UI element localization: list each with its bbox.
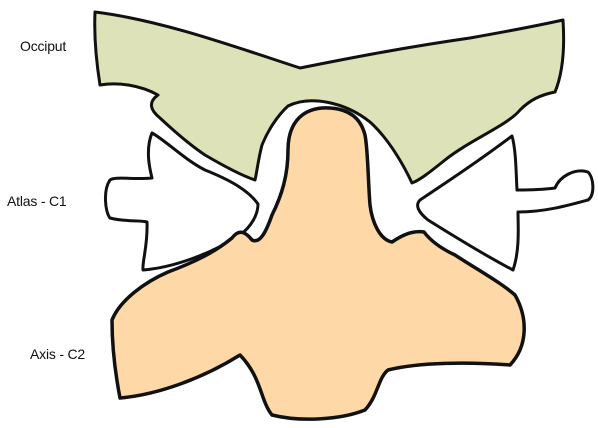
- occiput-label: Occiput: [20, 38, 66, 54]
- axis-c2-label: Axis - C2: [30, 346, 85, 362]
- atlas-c1-label: Atlas - C1: [7, 193, 66, 209]
